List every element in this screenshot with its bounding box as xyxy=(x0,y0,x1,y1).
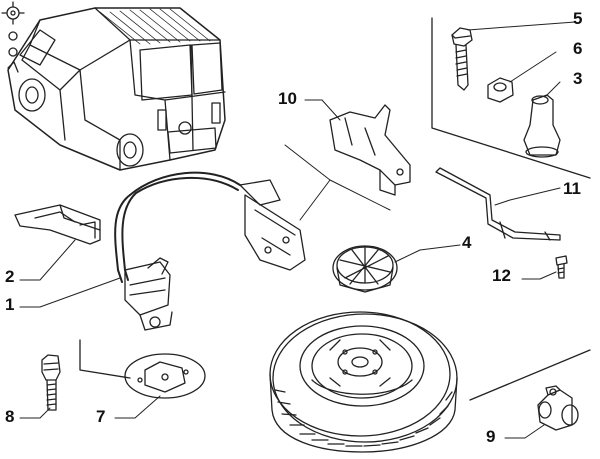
leader-11 xyxy=(494,187,561,206)
callout-2: 2 xyxy=(5,267,15,286)
leader-10 xyxy=(304,99,341,121)
callout-10: 10 xyxy=(278,89,297,108)
part-5-bolt xyxy=(451,27,473,91)
spare-wheel xyxy=(269,311,458,453)
leader-12 xyxy=(521,271,557,280)
callout-6: 6 xyxy=(573,39,583,58)
leader-1 xyxy=(19,277,121,308)
part-2-bracket xyxy=(14,204,101,245)
leader-10-to-1 xyxy=(284,144,391,221)
part-7-plate xyxy=(124,353,206,399)
part-12-screw xyxy=(555,255,568,279)
callout-5: 5 xyxy=(573,9,583,28)
part-4-cup xyxy=(332,245,398,293)
leader-3 xyxy=(545,81,561,97)
callout-9: 9 xyxy=(486,427,496,446)
part-6-nut xyxy=(487,77,514,103)
leader-5 xyxy=(467,21,576,31)
callout-1: 1 xyxy=(5,295,15,314)
leader-8 xyxy=(19,407,51,419)
leader-9 xyxy=(504,424,545,439)
callout-7: 7 xyxy=(96,407,106,426)
callout-8: 8 xyxy=(5,407,15,426)
corner-nav-icon[interactable] xyxy=(1,1,25,57)
callout-11: 11 xyxy=(563,179,581,198)
group-bracket-line xyxy=(431,17,591,179)
van-illustration xyxy=(7,7,226,171)
group-line-7 xyxy=(79,339,131,379)
leader-7 xyxy=(114,395,161,419)
part-3-nut-insert xyxy=(523,94,561,158)
callout-12: 12 xyxy=(492,266,511,285)
callout-3: 3 xyxy=(573,69,583,88)
leader-4 xyxy=(394,244,461,263)
leader-lines xyxy=(19,21,576,439)
callout-4: 4 xyxy=(462,233,472,252)
part-8-bolt xyxy=(41,354,61,411)
part-11-rod xyxy=(435,167,561,241)
wheel-group-line xyxy=(469,349,591,401)
part-1-winch-carrier xyxy=(114,171,306,331)
leader-6 xyxy=(509,51,557,83)
part-10-bracket xyxy=(329,104,411,196)
leader-2 xyxy=(19,239,76,281)
part-9-fitting xyxy=(537,385,579,431)
